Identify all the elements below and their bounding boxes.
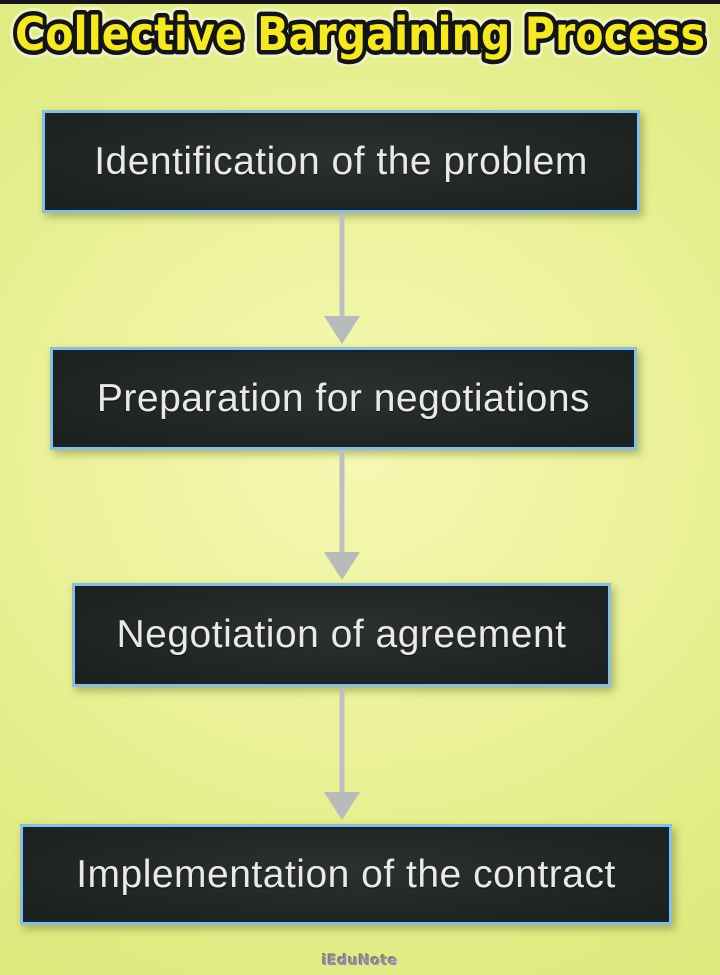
step-box-identification: Identification of the problem xyxy=(42,110,640,213)
diagram-title-wrap: Collective Bargaining Process Collective… xyxy=(0,4,720,68)
step-label: Preparation for negotiations xyxy=(96,376,591,420)
arrow-shaft xyxy=(339,688,345,794)
flow-arrow-down-icon xyxy=(324,450,360,580)
top-border xyxy=(0,0,720,4)
step-label: Negotiation of agreement xyxy=(116,613,567,656)
step-label: Identification of the problem xyxy=(94,139,588,183)
watermark-logo: iEduNote xyxy=(322,953,398,969)
arrow-shaft xyxy=(339,450,345,554)
diagram-title: Collective Bargaining Process xyxy=(15,7,705,61)
flow-arrow-down-icon xyxy=(324,688,360,820)
arrow-head xyxy=(324,792,360,820)
arrow-head xyxy=(324,316,360,344)
step-label: Implementation of the contract xyxy=(76,852,616,896)
diagram-title-halo: Collective Bargaining Process xyxy=(15,7,705,61)
arrow-shaft xyxy=(339,213,345,318)
step-box-implementation: Implementation of the contract xyxy=(20,824,672,925)
flow-arrow-down-icon xyxy=(324,213,360,344)
arrow-head xyxy=(324,552,360,580)
step-box-preparation: Preparation for negotiations xyxy=(50,347,637,450)
step-box-negotiation: Negotiation of agreement xyxy=(72,583,611,687)
diagram-title-svg: Collective Bargaining Process Collective… xyxy=(8,4,713,66)
